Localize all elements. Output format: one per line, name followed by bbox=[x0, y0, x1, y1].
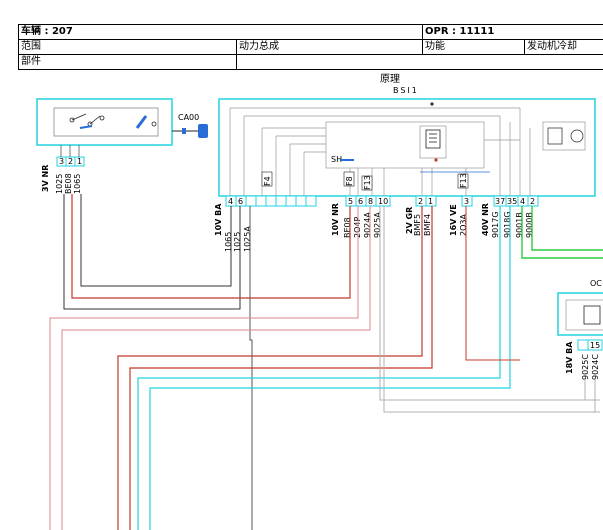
ca00-label: CA00 bbox=[178, 113, 199, 122]
header-table: 车辆 : 207 OPR : 11111 范围 动力总成 功能 发动机冷却 部件 bbox=[18, 24, 603, 72]
svg-text:1: 1 bbox=[77, 157, 82, 166]
right-pin: 15 bbox=[590, 341, 600, 350]
right-chip-icon bbox=[583, 305, 601, 325]
svg-text:BMF5: BMF5 bbox=[413, 214, 422, 236]
svg-text:BE08: BE08 bbox=[343, 217, 352, 238]
svg-text:2: 2 bbox=[530, 197, 535, 206]
svg-text:9025A: 9025A bbox=[373, 212, 382, 238]
svg-text:8: 8 bbox=[368, 197, 373, 206]
svg-text:4: 4 bbox=[520, 197, 525, 206]
switch-inner-box bbox=[53, 107, 159, 137]
svg-text:3: 3 bbox=[464, 197, 469, 206]
svg-text:F4: F4 bbox=[263, 176, 272, 186]
svg-text:37: 37 bbox=[495, 197, 505, 206]
bsi-box bbox=[218, 98, 596, 197]
bsi-connector-pins: 4 6 5 6 8 10 2 1 3 37 35 4 2 bbox=[225, 195, 539, 207]
bsi-internal-wiring bbox=[229, 107, 586, 196]
svg-text:9001B: 9001B bbox=[515, 212, 524, 238]
svg-text:6: 6 bbox=[238, 197, 243, 206]
fuse-icons: F4 F8 F13 F13 bbox=[261, 171, 469, 191]
svg-text:2: 2 bbox=[418, 197, 423, 206]
svg-text:9024A: 9024A bbox=[363, 212, 372, 238]
svg-text:1025A: 1025A bbox=[243, 226, 252, 252]
bsi-connector-name-1: 10V BA bbox=[214, 203, 223, 236]
svg-text:F13: F13 bbox=[459, 173, 468, 188]
svg-text:2: 2 bbox=[68, 157, 73, 166]
right-component-box bbox=[557, 292, 603, 336]
svg-text:9000B: 9000B bbox=[525, 212, 534, 238]
svg-text:3: 3 bbox=[59, 157, 64, 166]
svg-text:9025C: 9025C bbox=[581, 354, 590, 380]
bsi-connector-name-3: 2V GR bbox=[405, 207, 414, 234]
svg-text:2O3A: 2O3A bbox=[459, 214, 468, 236]
key-icon bbox=[172, 124, 208, 138]
bsi-label: BSI1 bbox=[393, 86, 419, 95]
svg-text:6: 6 bbox=[358, 197, 363, 206]
svg-text:F13: F13 bbox=[363, 175, 372, 190]
svg-text:BE08: BE08 bbox=[64, 173, 73, 194]
svg-text:1: 1 bbox=[428, 197, 433, 206]
svg-text:9017G: 9017G bbox=[491, 211, 500, 238]
bsi-connector-name-4: 16V VE bbox=[449, 204, 458, 236]
svg-text:4: 4 bbox=[228, 197, 233, 206]
svg-text:9018G: 9018G bbox=[503, 211, 512, 238]
svg-text:1025: 1025 bbox=[233, 232, 242, 252]
svg-text:35: 35 bbox=[507, 197, 517, 206]
left-connector-name: 3V NR bbox=[41, 165, 50, 192]
left-connector-pins: 3 2 1 bbox=[56, 156, 85, 167]
svg-text:F8: F8 bbox=[345, 176, 354, 186]
parts-label: 部件 bbox=[18, 54, 237, 70]
svg-text:10: 10 bbox=[378, 197, 388, 206]
key-switch-icon bbox=[135, 115, 157, 129]
svg-text:1025: 1025 bbox=[55, 174, 64, 194]
svg-text:BMF4: BMF4 bbox=[423, 214, 432, 236]
right-block-label: OC bbox=[590, 279, 602, 288]
svg-text:9024C: 9024C bbox=[591, 354, 600, 380]
svg-text:1065: 1065 bbox=[73, 174, 82, 194]
switch-component-box bbox=[36, 98, 173, 146]
diagram-title: 原理 bbox=[380, 73, 400, 85]
svg-text:1065: 1065 bbox=[224, 232, 233, 252]
bsi-connector-name-5: 40V NR bbox=[481, 203, 490, 236]
chip-icon bbox=[425, 129, 441, 149]
svg-text:5: 5 bbox=[348, 197, 353, 206]
wire-paths bbox=[49, 194, 603, 530]
bsi-connector-name-2: 10V NR bbox=[331, 203, 340, 236]
switch-icon bbox=[69, 113, 105, 129]
internal-sh-label: SH bbox=[331, 155, 342, 164]
right-connector-name: 18V BA bbox=[565, 341, 574, 374]
